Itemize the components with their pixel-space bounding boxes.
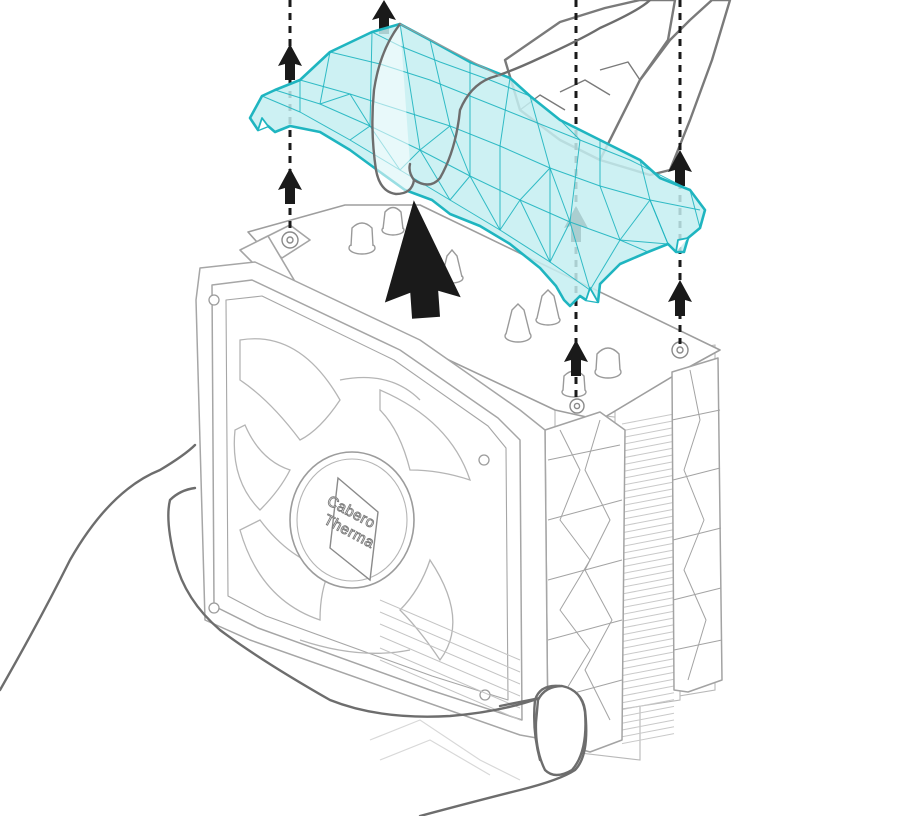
guide-arrow-icon <box>278 44 302 80</box>
fin-line <box>621 631 675 643</box>
fin-line <box>621 637 675 649</box>
fin-line <box>621 576 675 588</box>
lifting-hand <box>371 0 652 196</box>
fin-line <box>621 692 675 704</box>
fin-line <box>621 529 675 541</box>
guide-arrow-icon <box>278 168 302 204</box>
left-hand-thumb-shade <box>534 684 587 777</box>
fin-line <box>621 454 675 466</box>
fin-line <box>621 413 675 425</box>
fin-line <box>621 610 675 622</box>
fin-line <box>621 617 675 629</box>
lower-fins <box>379 599 521 721</box>
fin-line <box>621 644 675 656</box>
fan-corner-holes <box>208 294 491 701</box>
fin-line <box>621 658 675 670</box>
fin-line <box>621 549 675 561</box>
fin-line <box>621 515 675 527</box>
fin-line <box>621 590 675 602</box>
fan-hub <box>289 451 415 589</box>
fin-line <box>621 542 675 554</box>
heat-pipe-tips <box>348 206 622 398</box>
fin-line <box>621 563 675 575</box>
fin-line <box>621 467 675 479</box>
logo-diamond <box>329 476 379 582</box>
fin-line <box>621 671 675 683</box>
fin-line <box>621 508 675 520</box>
fin-line <box>621 699 675 711</box>
fan-blades <box>233 338 472 662</box>
fin-line <box>621 474 675 486</box>
guide-arrow-icon <box>564 340 588 376</box>
fin-line <box>621 733 675 745</box>
fin-line <box>621 651 675 663</box>
fin-line <box>621 440 675 452</box>
mounting-studs <box>281 231 689 414</box>
fin-line <box>621 556 675 568</box>
fin-line <box>621 488 675 500</box>
fin-line <box>621 678 675 690</box>
fin-line <box>621 597 675 609</box>
fin-line <box>621 481 675 493</box>
lift-up-arrow-icon <box>384 200 461 319</box>
fin-line <box>621 705 675 717</box>
fan-logo: Cabero Therma <box>321 492 379 552</box>
guide-arrow-icon <box>372 0 396 34</box>
fin-line <box>621 501 675 513</box>
fin-line <box>621 433 675 445</box>
fin-line <box>621 583 675 595</box>
fin-lines <box>621 413 675 745</box>
guide-arrow-icon <box>668 150 692 186</box>
fin-line <box>621 569 675 581</box>
fin-line <box>621 522 675 534</box>
fin-line <box>621 535 675 547</box>
fin-line <box>621 624 675 636</box>
fin-line <box>621 665 675 677</box>
fin-line <box>621 726 675 738</box>
side-panel-rear <box>671 357 723 693</box>
fin-line <box>621 420 675 432</box>
guide-arrow-icon <box>668 280 692 316</box>
ghost-bracket <box>369 719 521 781</box>
fin-line <box>621 712 675 724</box>
fin-line <box>621 447 675 459</box>
fin-line <box>621 685 675 697</box>
fin-line <box>621 495 675 507</box>
fin-line <box>621 461 675 473</box>
fin-line <box>621 427 675 439</box>
fin-line <box>621 719 675 731</box>
fin-line <box>621 603 675 615</box>
